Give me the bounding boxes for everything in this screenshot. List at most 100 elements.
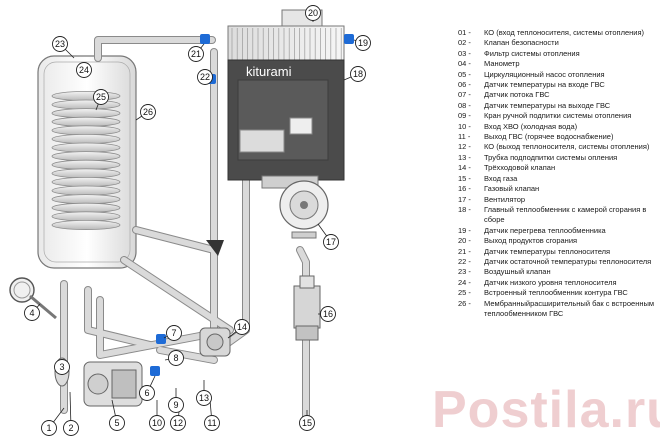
callout-number: 1 <box>46 423 51 433</box>
legend-number: 22 - <box>458 256 471 266</box>
coil-ring <box>51 125 121 136</box>
legend-item: 20 -Выход продуктов сгорания <box>458 236 656 246</box>
callout-circle <box>320 306 336 322</box>
legend-text: Главный теплообменник с камерой сгорания… <box>484 204 647 225</box>
coil-ring <box>51 219 121 230</box>
coil-ring <box>51 108 121 119</box>
callout-23: 23 <box>52 36 68 52</box>
callout-10: 10 <box>149 415 165 431</box>
legend-item: 19 -Датчик перегрева теплообменника <box>458 226 656 236</box>
legend-text: Выход продуктов сгорания <box>484 236 578 246</box>
callout-15: 15 <box>299 415 315 431</box>
legend-item: 12 - КО (выход теплоносителя, системы ото… <box>458 142 656 152</box>
callout-9: 9 <box>168 397 184 413</box>
legend-item: 04 - Манометр <box>458 59 656 69</box>
fan <box>261 175 329 239</box>
legend-number: 08 - <box>458 100 471 110</box>
coil-ring <box>51 99 121 110</box>
coil-ring <box>51 91 121 102</box>
legend-item: 26 -Мембранныйрасширительный бак с встро… <box>458 299 656 320</box>
legend-number: 11 - <box>458 132 471 142</box>
legend-number: 24 - <box>458 277 471 287</box>
legend-text: Фильтр системы отопления <box>484 48 580 58</box>
pipes <box>60 36 310 424</box>
coil-ring <box>51 211 121 222</box>
callout-18: 18 <box>350 66 366 82</box>
legend: 01 -КО (вход теплоносителя, системы отоп… <box>458 28 656 319</box>
callout-number: 11 <box>207 418 216 428</box>
callout-number: 15 <box>302 418 312 428</box>
callout-circle <box>140 104 156 120</box>
legend-text: Газовый клапан <box>484 184 540 194</box>
legend-text: Датчик температуры теплоносителя <box>484 246 611 256</box>
legend-number: 02 - <box>458 38 471 48</box>
callout-4: 4 <box>24 305 40 321</box>
callout-circle <box>52 36 68 52</box>
callout-circle <box>109 415 125 431</box>
legend-item: 18 -Главный теплообменник с камерой сгор… <box>458 205 656 226</box>
legend-number: 09 - <box>458 111 471 121</box>
callout-circle <box>168 397 184 413</box>
callout-circle <box>234 319 250 335</box>
legend-number: 23 - <box>458 267 471 277</box>
callout-circle <box>170 415 186 431</box>
legend-number: 13 - <box>458 152 471 162</box>
callout-number: 7 <box>171 328 176 338</box>
legend-text: Мембранныйрасширительный бак с встроенны… <box>484 298 655 318</box>
callout-number: 22 <box>200 72 210 82</box>
brand-logo: kiturami <box>246 64 292 79</box>
callout-number: 20 <box>308 8 318 18</box>
callout-circle <box>350 66 366 82</box>
legend-text: Датчик потока ГВС <box>484 90 550 100</box>
callout-number: 24 <box>79 65 89 75</box>
legend-number: 12 - <box>458 142 471 152</box>
watermark: Postila.ru <box>430 381 660 444</box>
legend-number: 05 - <box>458 69 471 79</box>
legend-item: 16 - Газовый клапан <box>458 184 656 194</box>
callout-2: 2 <box>63 420 79 436</box>
legend-item: 08 -Датчик температуры на выходе ГВС <box>458 101 656 111</box>
legend-text: Манометр <box>484 59 520 69</box>
callout-circle <box>24 305 40 321</box>
coil-ring <box>51 151 121 162</box>
callout-5: 5 <box>109 415 125 431</box>
callout-circle <box>168 350 184 366</box>
callout-circle <box>63 420 79 436</box>
callout-12: 12 <box>170 415 186 431</box>
coil-ring <box>51 142 121 153</box>
legend-text: Выход ГВС (горячее водоснабжение) <box>484 132 614 142</box>
callout-circle <box>197 69 213 85</box>
legend-number: 04 - <box>458 59 471 69</box>
callout-number: 19 <box>358 38 368 48</box>
callout-number: 23 <box>55 39 65 49</box>
callout-25: 25 <box>93 89 109 105</box>
legend-text: КО (выход теплоносителя, системы отоплен… <box>484 142 650 152</box>
legend-item: 10 -Вход ХВО (холодная вода) <box>458 122 656 132</box>
callout-19: 19 <box>355 35 371 51</box>
callout-3: 3 <box>54 359 70 375</box>
legend-number: 01 - <box>458 28 471 37</box>
coil-ring <box>51 159 121 170</box>
callout-number: 16 <box>323 309 333 319</box>
coil-ring <box>51 185 121 196</box>
callout-24: 24 <box>76 62 92 78</box>
legend-text: Циркуляционный насос отопления <box>484 69 605 79</box>
callout-circle <box>139 385 155 401</box>
callout-number: 13 <box>199 393 209 403</box>
legend-item: 05 - Циркуляционный насос отопления <box>458 70 656 80</box>
legend-number: 16 - <box>458 184 471 194</box>
callout-circle <box>188 46 204 62</box>
legend-number: 25 - <box>458 288 471 298</box>
legend-item: 07 -Датчик потока ГВС <box>458 90 656 100</box>
callout-circle <box>41 420 57 436</box>
watermark-text: Postila.ru <box>432 381 660 439</box>
pressure-gauge <box>9 277 57 320</box>
callout-number: 9 <box>173 400 178 410</box>
legend-item: 11 - Выход ГВС (горячее водоснабжение) <box>458 132 656 142</box>
callout-circle <box>149 415 165 431</box>
callout-16: 16 <box>320 306 336 322</box>
callout-number: 14 <box>237 322 247 332</box>
callout-13: 13 <box>196 390 212 406</box>
callout-1: 1 <box>41 420 57 436</box>
